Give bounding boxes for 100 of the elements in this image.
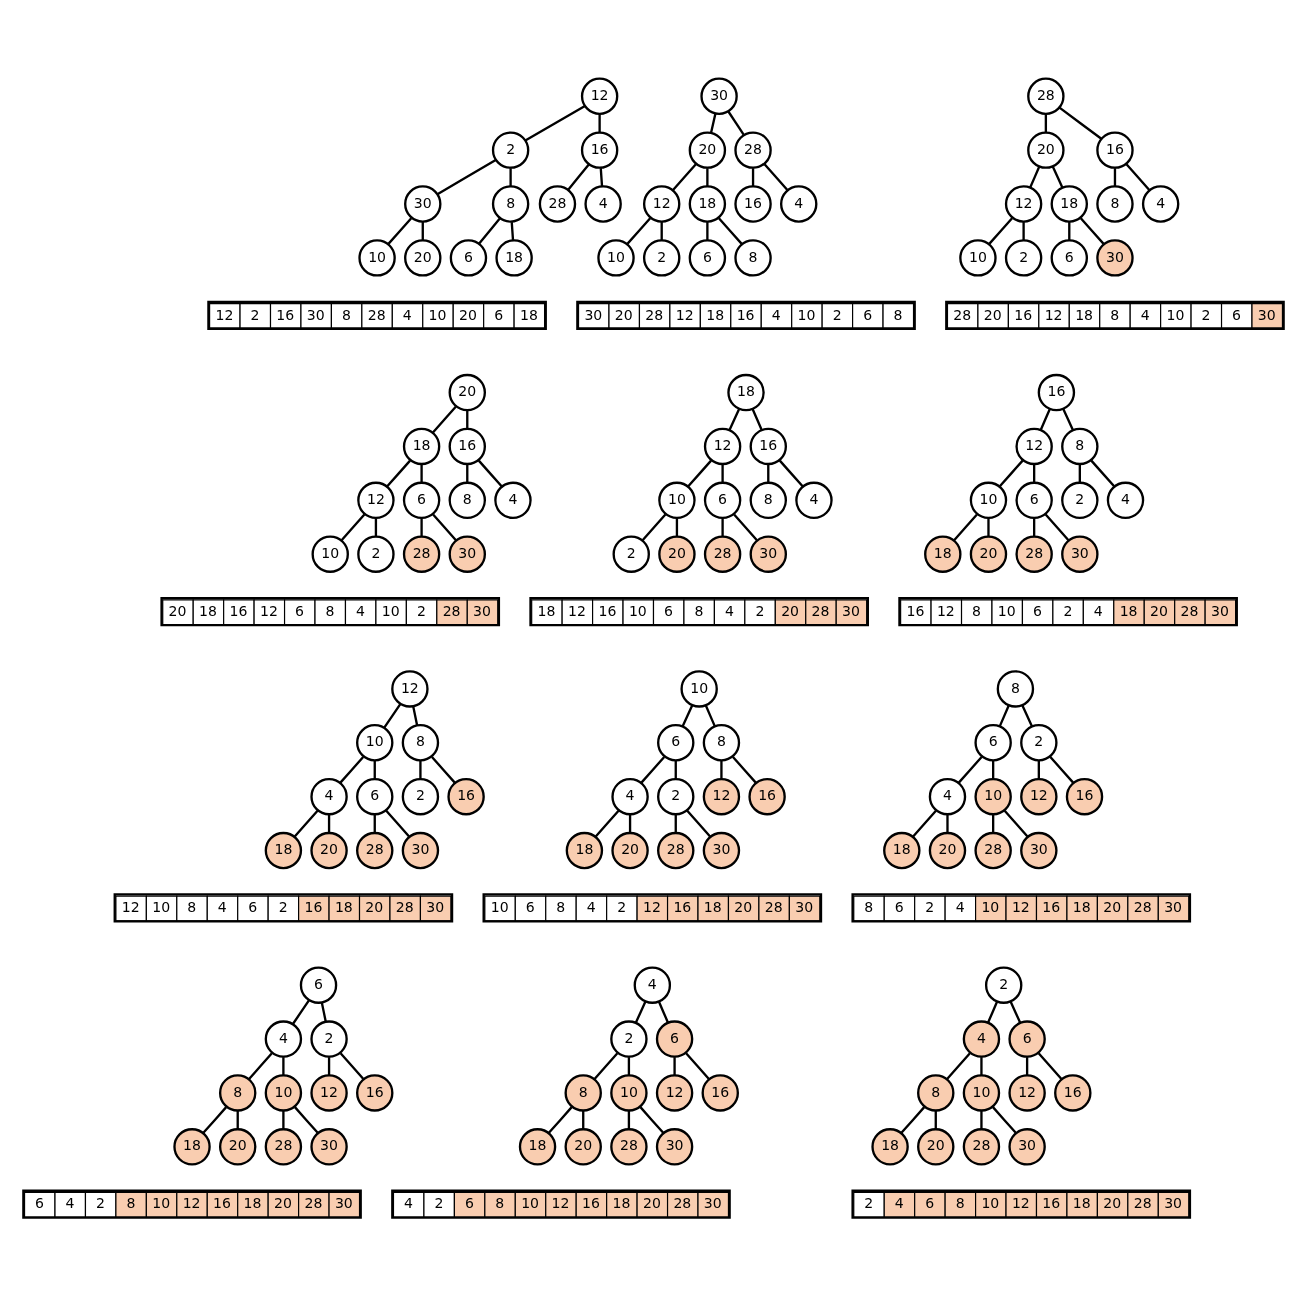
label: 8 <box>341 305 351 322</box>
label: 18 <box>612 1194 631 1211</box>
label: 18 <box>1075 305 1094 322</box>
label: 28 <box>1133 898 1152 915</box>
label: 8 <box>126 1194 136 1211</box>
label: 16 <box>276 305 295 322</box>
label: 18 <box>243 1194 262 1211</box>
label: 4 <box>955 898 965 915</box>
label: 20 <box>642 1194 661 1211</box>
label: 4 <box>402 305 412 322</box>
label: 20 <box>983 305 1002 322</box>
label: 4 <box>586 898 596 915</box>
label: 10 <box>428 305 447 322</box>
label: 8 <box>556 898 566 915</box>
label: 16 <box>304 898 323 915</box>
label: 18 <box>519 305 538 322</box>
label: 10 <box>1166 305 1185 322</box>
label: 4 <box>217 898 227 915</box>
label: 2 <box>925 898 935 915</box>
label: 16 <box>213 1194 231 1211</box>
label: 4 <box>356 602 365 619</box>
label: 2 <box>1201 305 1211 322</box>
label: 12 <box>215 305 234 322</box>
label: 20 <box>614 305 633 322</box>
label: 6 <box>494 305 504 322</box>
label: 12 <box>121 898 140 915</box>
label: 28 <box>395 898 414 915</box>
label: 6 <box>1232 305 1242 322</box>
label: 12 <box>1011 898 1030 915</box>
label: 4 <box>724 602 734 619</box>
label: 8 <box>1110 305 1120 322</box>
label: 16 <box>582 1194 600 1211</box>
label: 16 <box>229 602 248 619</box>
label: 28 <box>953 305 972 322</box>
label: 20 <box>274 1194 292 1211</box>
label: 30 <box>1211 602 1229 619</box>
label: 20 <box>781 602 800 619</box>
label: 18 <box>1072 898 1091 915</box>
label: 6 <box>894 898 904 915</box>
label: 10 <box>628 602 647 619</box>
label: 16 <box>1014 305 1033 322</box>
label: 28 <box>304 1194 323 1211</box>
label: 12 <box>936 602 955 619</box>
label: 28 <box>442 602 461 619</box>
label: 8 <box>955 1194 965 1211</box>
label: 2 <box>617 898 627 915</box>
label: 12 <box>1044 305 1063 322</box>
label: 30 <box>1164 1194 1183 1211</box>
label: 10 <box>490 898 509 915</box>
label: 28 <box>645 305 664 322</box>
label: 10 <box>797 305 816 322</box>
label: 2 <box>278 898 288 915</box>
label: 18 <box>703 898 722 915</box>
label: 16 <box>598 602 617 619</box>
label: 18 <box>706 305 725 322</box>
label: 18 <box>1072 1194 1091 1211</box>
label: 30 <box>473 602 492 619</box>
label: 6 <box>248 898 258 915</box>
label: 2 <box>96 1194 105 1211</box>
label: 6 <box>525 898 535 915</box>
label: 2 <box>250 305 260 322</box>
label: 30 <box>306 305 325 322</box>
label: 10 <box>521 1194 540 1211</box>
label: 16 <box>736 305 755 322</box>
label: 16 <box>1042 898 1061 915</box>
label: 18 <box>199 602 217 619</box>
label: 18 <box>1119 602 1138 619</box>
label: 2 <box>434 1194 444 1211</box>
label: 16 <box>1042 1194 1061 1211</box>
label: 16 <box>673 898 692 915</box>
label: 30 <box>426 898 445 915</box>
label: 4 <box>1093 602 1103 619</box>
label: 12 <box>259 602 278 619</box>
label: 16 <box>906 602 925 619</box>
label: 8 <box>972 602 982 619</box>
label: 8 <box>694 602 704 619</box>
label: 2 <box>864 1194 874 1211</box>
label: 30 <box>584 305 603 322</box>
label: 10 <box>981 898 1000 915</box>
label: 18 <box>334 898 353 915</box>
label: 12 <box>1011 1194 1030 1211</box>
label: 4 <box>894 1194 904 1211</box>
label: 12 <box>642 898 661 915</box>
label: 10 <box>381 602 400 619</box>
label: 4 <box>65 1194 75 1211</box>
label: 8 <box>495 1194 505 1211</box>
label: 8 <box>893 305 903 322</box>
label: 6 <box>664 602 673 619</box>
label: 30 <box>334 1194 353 1211</box>
label: 30 <box>842 602 860 619</box>
label: 10 <box>152 898 171 915</box>
label: 12 <box>182 1194 201 1211</box>
label: 4 <box>771 305 781 322</box>
label: 6 <box>863 305 873 322</box>
label: 20 <box>168 602 187 619</box>
label: 6 <box>1032 602 1042 619</box>
label: 4 <box>404 1194 413 1211</box>
label: 28 <box>811 602 830 619</box>
label: 30 <box>1257 305 1276 322</box>
label: 28 <box>367 305 386 322</box>
